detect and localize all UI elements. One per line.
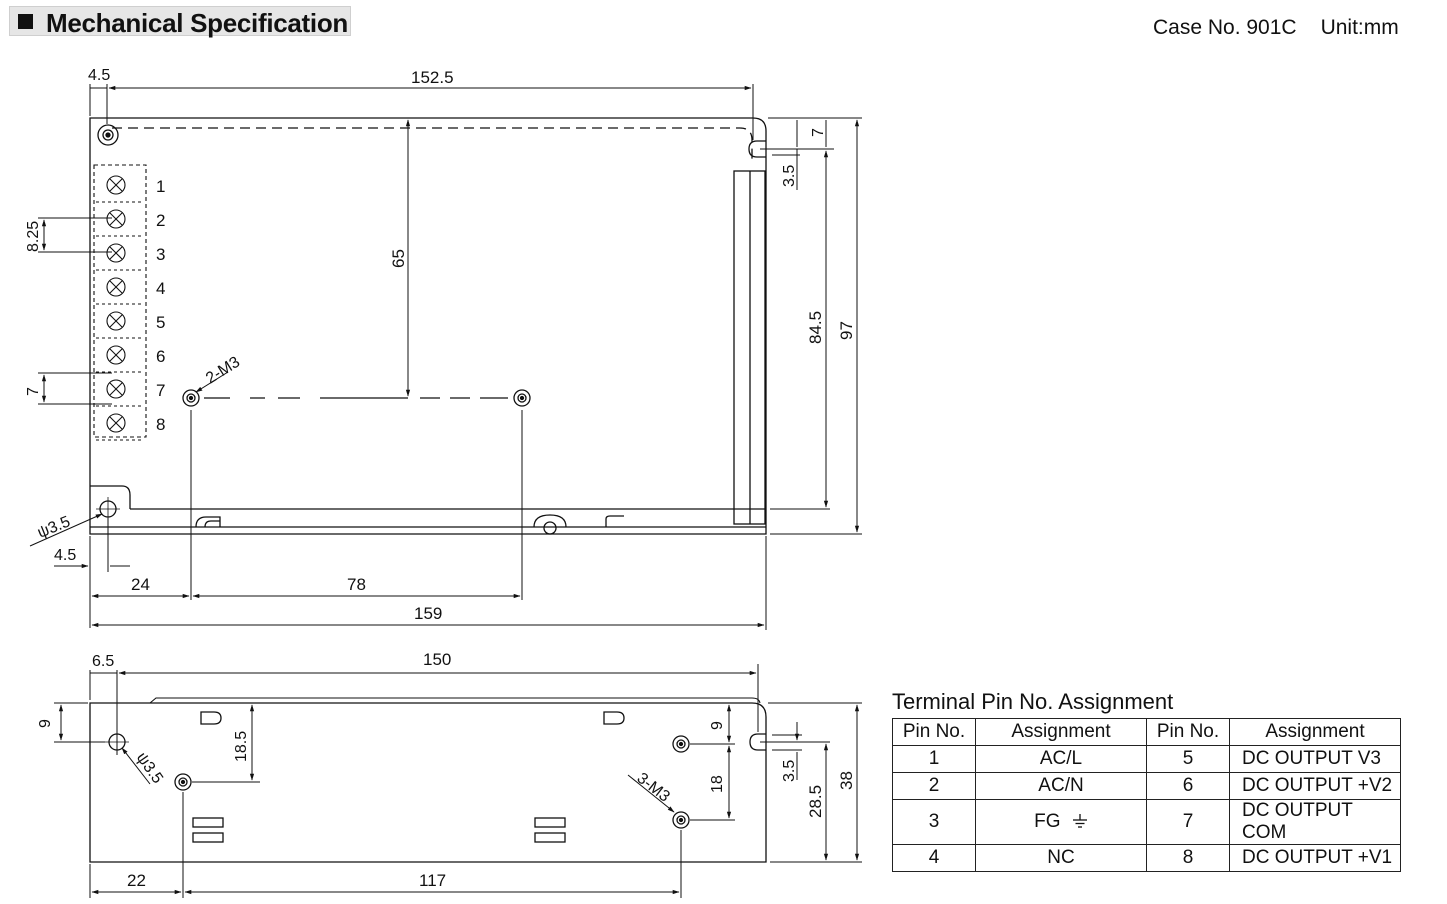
assignment-cell: AC/N [975,772,1147,800]
dim-18-5: 18.5 [233,731,250,762]
assignment-cell: DC OUTPUT +V1 [1229,844,1401,872]
dim-8-25: 8.25 [25,221,42,252]
terminal-block [93,164,147,441]
terminal-screw [96,175,144,203]
dim-3-5-side: 3.5 [781,760,798,782]
terminal-screw [96,345,144,373]
assignment-cell-fg: FG [975,799,1147,845]
assignment-cell: NC [975,844,1147,872]
dim-18: 18 [709,775,726,793]
dim-4-5-bottom: 4.5 [54,547,76,564]
ground-icon [1072,814,1087,828]
terminal-screw [96,311,144,339]
table-row: 3 FG 7 DC OUTPUT COM [892,799,1401,845]
dim-97: 97 [837,321,856,340]
dim-28-5: 28.5 [806,785,825,818]
terminal-screw [96,243,144,271]
label-2-m3: 2-M3 [203,354,243,388]
pin-cell: 4 [892,844,976,872]
dim-84-5: 84.5 [806,311,825,344]
dim-150: 150 [423,650,451,669]
terminal-screw [96,413,144,441]
assignment-cell: AC/L [975,745,1147,773]
dim-159: 159 [414,604,442,623]
table-header-row: Pin No. Assignment Pin No. Assignment [892,718,1401,746]
pin-cell: 1 [892,745,976,773]
dim-3-5-top-right: 3.5 [781,165,798,187]
top-view: 1 2 3 4 5 6 7 8 4.5 152.5 7 3.5 84.5 97 [25,67,862,630]
header-pin-no-b: Pin No. [1146,718,1230,746]
side-outline [89,702,767,863]
dim-7-top-right: 7 [810,128,827,137]
dim-6-5: 6.5 [92,653,114,670]
dim-22: 22 [127,871,146,890]
pin-cell: 8 [1146,844,1230,872]
dim-9-right: 9 [709,721,726,730]
terminal-number-6: 6 [156,347,165,366]
section-header: Mechanical Specification [9,6,351,38]
terminal-number-4: 4 [156,279,165,298]
side-view: 6.5 150 9 18.5 ψ3.5 9 18 3-M3 3. [37,650,862,898]
terminal-screw [96,209,144,237]
assignment-text: FG [1034,811,1061,832]
header-assignment-b: Assignment [1229,718,1401,746]
table-row: 2 AC/N 6 DC OUTPUT +V2 [892,772,1401,800]
dim-4-5-top: 4.5 [88,67,110,84]
pin-cell: 3 [892,799,976,845]
terminal-number-8: 8 [156,415,165,434]
dim-78: 78 [347,575,366,594]
header-pin-no-a: Pin No. [892,718,976,746]
pin-cell: 2 [892,772,976,800]
table-row: 4 NC 8 DC OUTPUT +V1 [892,844,1401,872]
terminal-number-5: 5 [156,313,165,332]
pin-cell: 7 [1146,799,1230,845]
table-row: 1 AC/L 5 DC OUTPUT V3 [892,745,1401,773]
pin-cell: 5 [1146,745,1230,773]
dim-24: 24 [131,575,150,594]
chassis-outline [89,117,767,535]
terminal-number-2: 2 [156,211,165,230]
pin-table-title: Terminal Pin No. Assignment [892,689,1174,714]
terminal-number-3: 3 [156,245,165,264]
dim-152-5: 152.5 [411,68,454,87]
header-assignment-a: Assignment [975,718,1147,746]
dim-117: 117 [419,871,446,890]
terminal-screw [96,277,144,305]
case-number: Case No. 901C [1153,16,1297,39]
terminal-number-1: 1 [156,177,165,196]
section-title: Mechanical Specification [46,8,349,38]
case-info: Case No. 901C Unit:mm [1153,16,1423,40]
assignment-cell: DC OUTPUT V3 [1229,745,1401,773]
pin-assignment-table: Pin No. Assignment Pin No. Assignment 1 … [892,718,1401,872]
label-3-m3: 3-M3 [634,770,673,806]
dim-9-left: 9 [37,719,54,728]
assignment-cell: DC OUTPUT +V2 [1229,772,1401,800]
dim-7-left: 7 [25,387,42,396]
label-hole-3-5-top: ψ3.5 [35,513,73,541]
unit-label: Unit:mm [1320,16,1399,39]
square-bullet-icon [18,14,33,29]
terminal-screw [96,379,144,407]
assignment-cell: DC OUTPUT COM [1229,799,1401,845]
terminal-number-7: 7 [156,381,165,400]
pin-cell: 6 [1146,772,1230,800]
dim-65: 65 [389,249,408,268]
dim-38: 38 [837,771,856,790]
